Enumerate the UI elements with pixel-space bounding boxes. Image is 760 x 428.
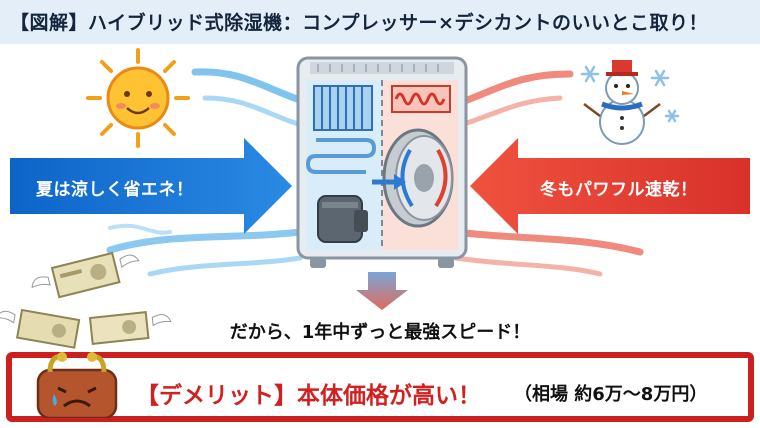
dehumidifier-unit xyxy=(296,56,468,268)
sun-icon xyxy=(86,48,190,148)
summer-label: 夏は涼しく省エネ！ xyxy=(36,180,194,200)
summary-text: だから、1年中ずっと最強スピード！ xyxy=(229,322,531,343)
heater-coil-icon xyxy=(391,85,451,113)
demerit-main-text: 【デメリット】本体価格が高い！ xyxy=(136,383,481,409)
money-bills-icon xyxy=(0,251,172,349)
price-range-text: （相場 約6万〜8万円） xyxy=(514,384,708,405)
diagram-illustration xyxy=(0,48,750,349)
snowman-icon xyxy=(583,60,661,145)
cool-air-flow xyxy=(106,68,304,277)
compressor-icon xyxy=(317,195,368,243)
warm-air-flow xyxy=(452,70,644,277)
snowflake-icon xyxy=(580,65,680,123)
page-title: 【図解】ハイブリッド式除湿機：コンプレッサー×デシカントのいいとこ取り！ xyxy=(10,12,708,34)
wallet-icon xyxy=(36,352,118,418)
winter-label: 冬もパワフル速乾！ xyxy=(540,180,698,200)
demerit-banner: 【デメリット】本体価格が高い！ （相場 約6万〜8万円） xyxy=(6,352,754,422)
summer-arrow xyxy=(10,138,292,234)
cooling-coil xyxy=(313,85,373,131)
down-arrow xyxy=(356,272,408,310)
winter-arrow xyxy=(470,138,750,234)
title-bar: 【図解】ハイブリッド式除湿機：コンプレッサー×デシカントのいいとこ取り！ xyxy=(0,0,760,44)
desiccant-rotor-icon xyxy=(382,128,454,228)
